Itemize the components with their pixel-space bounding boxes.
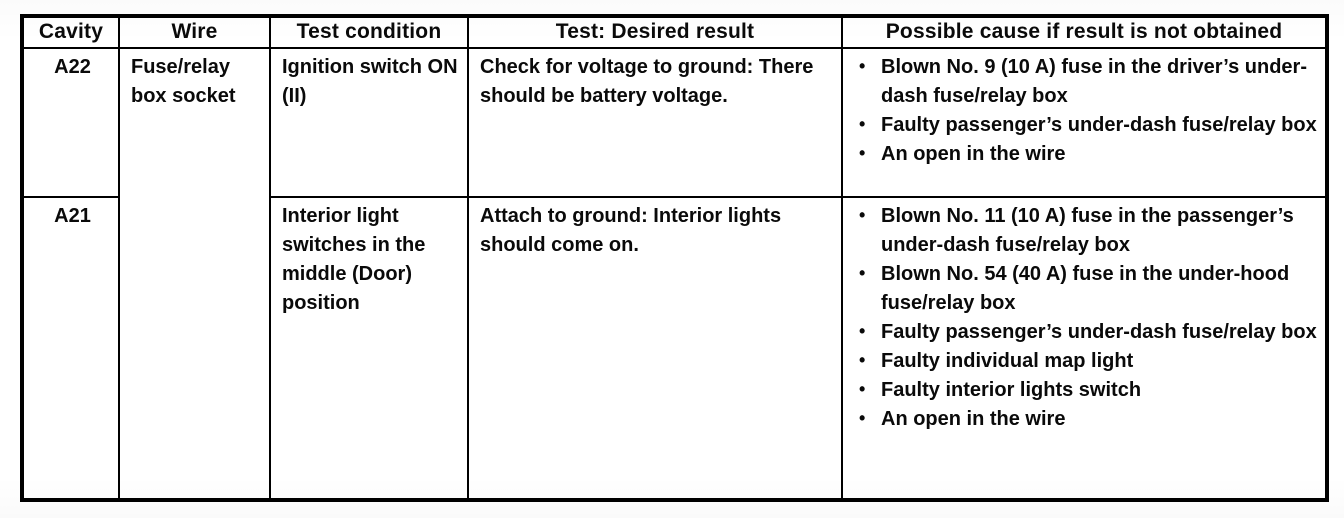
header-possible-cause: Possible cause if result is not obtained (841, 15, 1328, 49)
header-desired-result: Test: Desired result (467, 15, 843, 49)
cell-test-condition-a21: Interior light switches in the middle (D… (269, 196, 469, 501)
table-row-a22: A22 Fuse/relay box socket Ignition switc… (21, 47, 1328, 501)
cell-desired-result-a22: Check for voltage to ground: There shoul… (467, 47, 843, 198)
cause-item: An open in the wire (854, 139, 1317, 169)
causes-list-a22: Blown No. 9 (10 A) fuse in the driver’s … (854, 52, 1317, 169)
cell-cavity-a21: A21 (21, 196, 120, 501)
cell-wire: Fuse/relay box socket (118, 47, 271, 501)
cell-possible-causes-a22: Blown No. 9 (10 A) fuse in the driver’s … (841, 47, 1328, 198)
cause-item: Faulty passenger’s under-dash fuse/relay… (854, 317, 1317, 347)
header-wire: Wire (118, 15, 271, 49)
table-row-a21: A21 Interior light switches in the middl… (21, 196, 1328, 501)
troubleshooting-table: Cavity Wire Test condition Test: Desired… (20, 14, 1329, 502)
cause-item: Faulty individual map light (854, 346, 1317, 376)
cell-test-condition-a22: Ignition switch ON (II) (269, 47, 469, 198)
header-row: Cavity Wire Test condition Test: Desired… (21, 15, 1328, 49)
cause-item: Blown No. 54 (40 A) fuse in the under-ho… (854, 259, 1317, 318)
cell-cavity-a22: A22 (21, 47, 120, 198)
cell-possible-causes-a21: Blown No. 11 (10 A) fuse in the passenge… (841, 196, 1328, 501)
cell-desired-result-a21: Attach to ground: Interior lights should… (467, 196, 843, 501)
cause-item: Faulty interior lights switch (854, 375, 1317, 405)
cause-item: Faulty passenger’s under-dash fuse/relay… (854, 110, 1317, 140)
cause-item: Blown No. 9 (10 A) fuse in the driver’s … (854, 52, 1317, 111)
causes-list-a21: Blown No. 11 (10 A) fuse in the passenge… (854, 201, 1317, 434)
header-test-condition: Test condition (269, 15, 469, 49)
cause-item: An open in the wire (854, 404, 1317, 434)
header-cavity: Cavity (21, 15, 120, 49)
cause-item: Blown No. 11 (10 A) fuse in the passenge… (854, 201, 1317, 260)
